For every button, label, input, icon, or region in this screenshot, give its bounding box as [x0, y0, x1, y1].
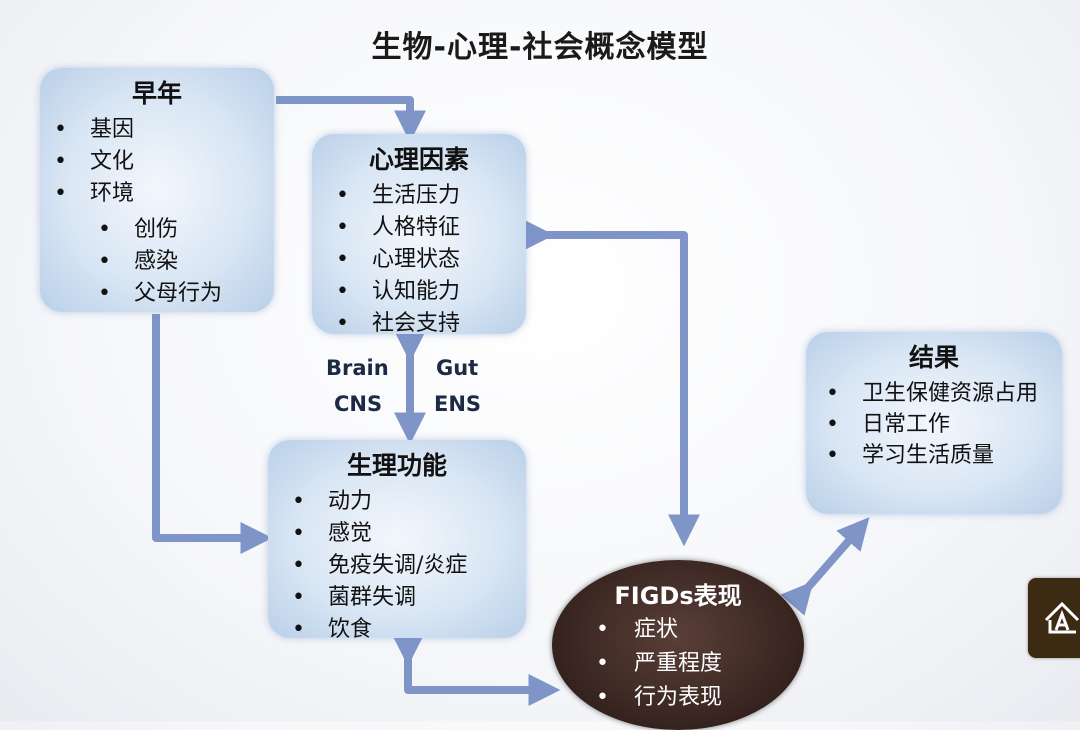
list-item: •创伤	[98, 217, 179, 242]
list-item: •严重程度	[596, 651, 723, 676]
arrow-figds-physio	[392, 634, 561, 706]
cns-label: CNS	[334, 392, 383, 416]
ens-label: ENS	[434, 392, 482, 416]
arrow-psych-figds	[522, 219, 700, 547]
physiology-title: 生理功能	[346, 451, 447, 480]
list-item: •环境	[54, 181, 135, 206]
list-item: •免疫失调/炎症	[292, 553, 468, 578]
early-life-title: 早年	[131, 79, 182, 108]
list-item: •社会支持	[336, 311, 461, 336]
list-item: •认知能力	[336, 279, 461, 304]
list-item: •饮食	[292, 617, 373, 642]
physiology-list: •动力 •感觉 •免疫失调/炎症 •菌群失调 •饮食	[268, 486, 526, 646]
figds-list: •症状 •严重程度 •行为表现	[552, 613, 804, 715]
outcome-box: 结果 •卫生保健资源占用 •日常工作 •学习生活质量	[806, 332, 1062, 514]
outcome-title: 结果	[908, 343, 959, 372]
psychological-list: •生活压力 •人格特征 •心理状态 •认知能力 •社会支持	[312, 180, 526, 340]
list-item: •日常工作	[826, 412, 951, 437]
list-item: •文化	[54, 149, 135, 174]
list-item: •动力	[292, 489, 373, 514]
list-item: •感染	[98, 249, 179, 274]
gut-label: Gut	[436, 356, 479, 380]
list-item: •卫生保健资源占用	[826, 381, 1039, 406]
early-life-box: 早年 •基因 •文化 •环境 •创伤 •感染 •父母行为	[40, 68, 274, 312]
list-item: •行为表现	[596, 685, 723, 710]
arrow-early-to-psych	[276, 96, 426, 143]
brain-label: Brain	[326, 356, 389, 380]
list-item: •心理状态	[336, 247, 461, 272]
list-item: •学习生活质量	[826, 443, 995, 468]
early-life-list: •基因 •文化 •环境	[40, 114, 274, 210]
diagram-title: 生物-心理-社会概念模型	[371, 30, 709, 65]
list-item: •症状	[596, 617, 679, 642]
early-life-sublist: •创伤 •感染 •父母行为	[40, 214, 274, 310]
psychological-title: 心理因素	[368, 145, 469, 174]
physiology-box: 生理功能 •动力 •感觉 •免疫失调/炎症 •菌群失调 •饮食	[268, 440, 526, 642]
list-item: •生活压力	[336, 183, 461, 208]
list-item: •菌群失调	[292, 585, 417, 610]
figds-title: FIGDs表现	[614, 582, 742, 610]
arrow-early-to-physio	[152, 314, 273, 554]
figds-ellipse: FIGDs表现 •症状 •严重程度 •行为表现	[552, 560, 804, 730]
list-item: •人格特征	[336, 215, 461, 240]
list-item: •基因	[54, 117, 135, 142]
list-item: •感觉	[292, 521, 373, 546]
psychological-box: 心理因素 •生活压力 •人格特征 •心理状态 •认知能力 •社会支持	[312, 134, 526, 336]
arrow-figds-outcome	[780, 517, 870, 616]
outcome-list: •卫生保健资源占用 •日常工作 •学习生活质量	[806, 378, 1062, 471]
list-item: •父母行为	[98, 281, 223, 306]
corner-logo-badge	[1028, 578, 1080, 658]
logo-icon	[1044, 601, 1080, 634]
